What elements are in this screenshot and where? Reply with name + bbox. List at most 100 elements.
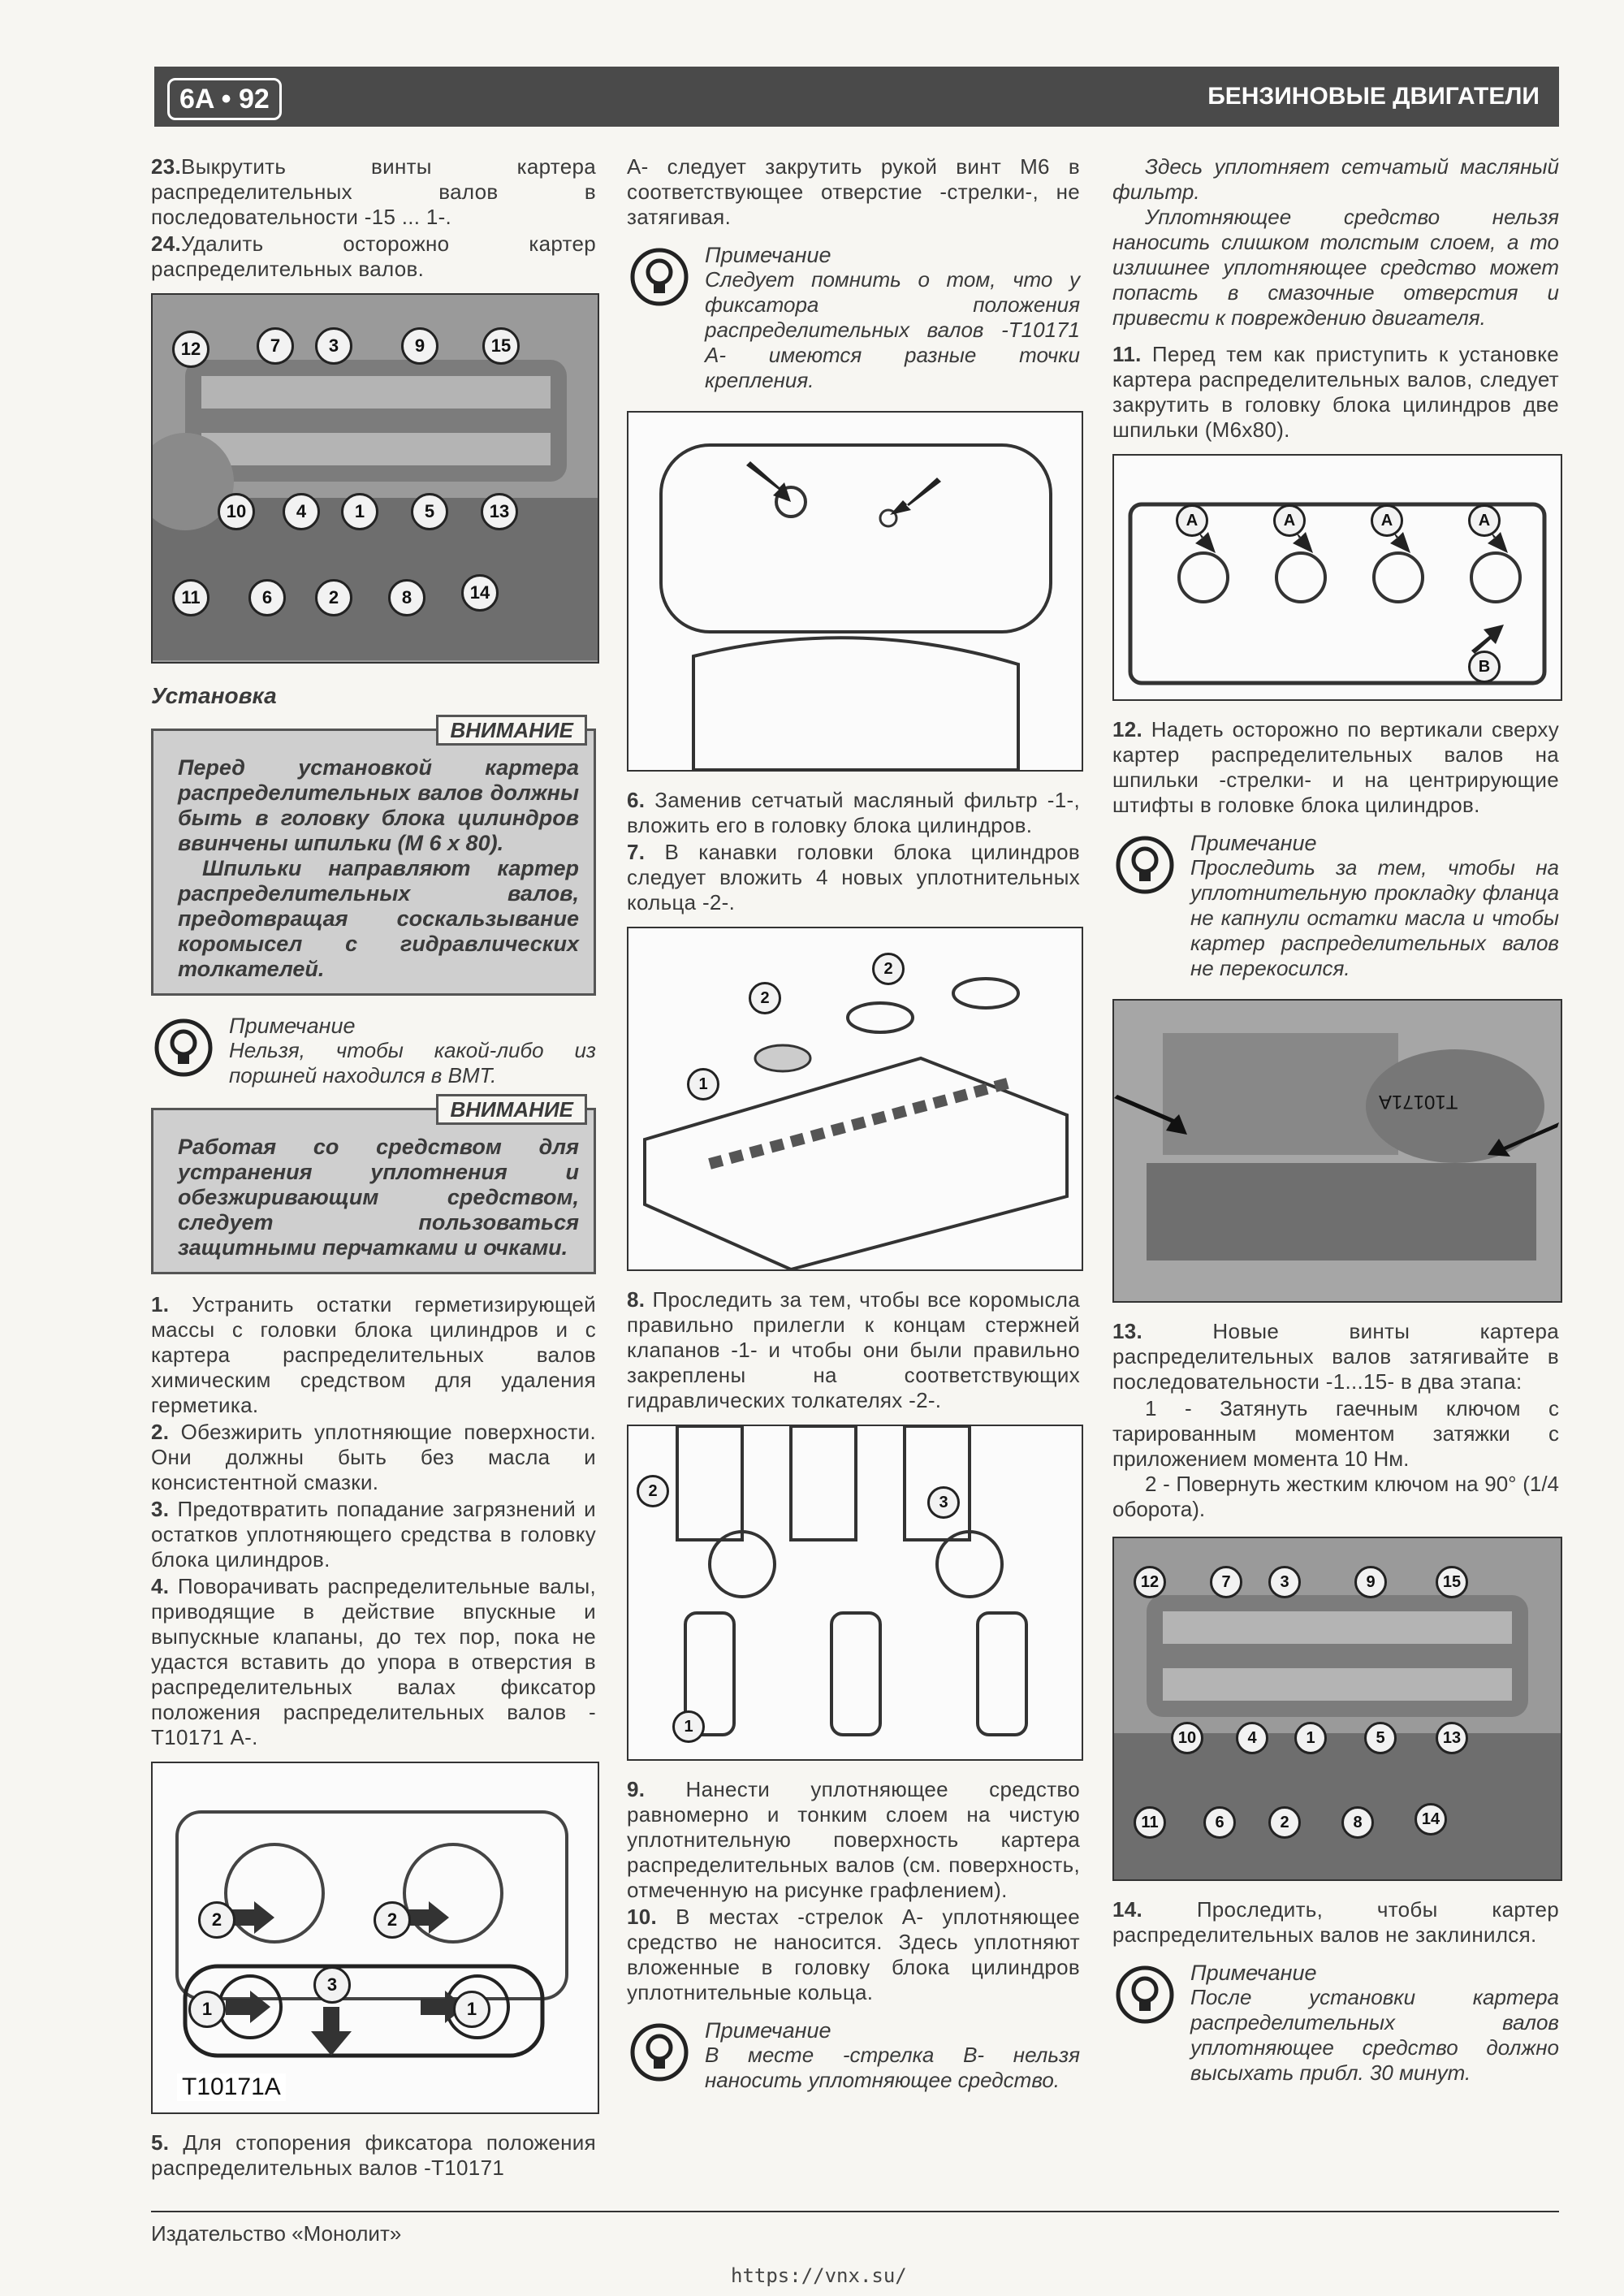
section-title: БЕНЗИНОВЫЕ ДВИГАТЕЛИ — [1207, 83, 1540, 110]
note-title: Примечание — [1190, 831, 1317, 855]
callout-1: 1 — [341, 493, 378, 530]
step-4: 4. Поворачивать распределительные валы, … — [151, 1574, 596, 1749]
note-2: Примечание Следует помнить о том, что у … — [627, 243, 1080, 393]
callout-5: 5 — [411, 493, 448, 530]
figure-oil-filter-seal-rings: 2 2 1 — [627, 927, 1083, 1271]
engine-photo-3 — [1114, 1538, 1561, 1879]
callout-14: 14 — [1415, 1803, 1447, 1836]
callout-2: 2 — [872, 953, 905, 985]
note-text: В месте -стрелка В- нельзя наносить упло… — [705, 2043, 1080, 2092]
note-1: Примечание Нельзя, чтобы какой-либо из п… — [151, 1014, 596, 1088]
callout-1: 1 — [687, 1068, 719, 1100]
callout-8: 8 — [1341, 1806, 1374, 1839]
note-title: Примечание — [1190, 1961, 1317, 1985]
page-number: 6A • 92 — [167, 78, 282, 120]
note-text: После установки картера распределительны… — [1190, 1985, 1559, 2085]
callout-14: 14 — [461, 574, 499, 612]
callout-1: 1 — [188, 1991, 226, 2028]
callout-A: A — [1371, 504, 1403, 537]
footer-url[interactable]: https://vnx.su/ — [731, 2264, 907, 2287]
callout-9: 9 — [1354, 1566, 1387, 1598]
callout-2: 2 — [637, 1475, 669, 1507]
warning-label: ВНИМАНИЕ — [436, 715, 587, 746]
callout-12: 12 — [172, 331, 209, 368]
callout-8: 8 — [388, 579, 425, 616]
callout-A: A — [1468, 504, 1501, 537]
footer-divider — [151, 2211, 1559, 2212]
callout-9: 9 — [401, 327, 438, 365]
callout-2: 2 — [198, 1901, 235, 1939]
warning-text: Перед установкой картера распределительн… — [178, 755, 579, 855]
step-3: 3. Предотвратить попадание загрязнений и… — [151, 1497, 596, 1572]
housing-drawing — [1114, 456, 1561, 699]
step-11: 11. Перед тем как приступить к установке… — [1112, 342, 1559, 442]
note-text: Следует помнить о том, что у фиксатора п… — [705, 267, 1080, 392]
step-2: 2. Обезжирить уплотняющие поверхности. О… — [151, 1420, 597, 1494]
callout-6: 6 — [1203, 1806, 1236, 1839]
intro-text-1: Здесь уплотняет сетчатый масляный фильтр… — [1112, 154, 1559, 204]
step-8: 8. Проследить за тем, чтобы все коромысл… — [627, 1287, 1080, 1412]
publisher-name: Издательство «Монолит» — [151, 2221, 402, 2246]
step-14: 14. Проследить, чтобы картер распределит… — [1112, 1897, 1559, 1947]
callout-10: 10 — [218, 493, 255, 530]
step-5-continued: А- следует закрутить рукой винт М6 в соо… — [627, 154, 1080, 229]
mounting-drawing — [628, 413, 1082, 770]
warning-box-2: ВНИМАНИЕ Работая со средством для устран… — [151, 1094, 596, 1274]
callout-2: 2 — [1268, 1806, 1301, 1839]
step-10: 10. В местах -стрелок А- уплотняющее сре… — [627, 1905, 1080, 2004]
note-title: Примечание — [705, 2018, 831, 2043]
callout-A: A — [1176, 504, 1208, 537]
callout-3: 3 — [313, 1966, 351, 2004]
figure-bolt-tightening-sequence: 12 7 3 9 15 10 4 1 5 13 11 6 2 8 14 — [1112, 1537, 1562, 1881]
tool-label: T10171A — [177, 2073, 286, 2101]
tool-drawing — [153, 1763, 598, 2112]
install-heading: Установка — [151, 683, 277, 708]
column-2: А- следует закрутить рукой винт М6 в соо… — [627, 154, 1083, 2111]
step-7: 7. В канавки головки блока цилиндров сле… — [627, 840, 1080, 915]
callout-1: 1 — [672, 1710, 705, 1743]
warning-box-1: ВНИМАНИЕ Перед установкой картера распре… — [151, 715, 596, 996]
callout-4: 4 — [283, 493, 320, 530]
note-title: Примечание — [229, 1014, 356, 1038]
engine-photo-1 — [153, 295, 598, 662]
lightbulb-icon — [1116, 1965, 1174, 2024]
callout-3: 3 — [315, 327, 352, 365]
figure-tool-mounting-points — [627, 411, 1083, 772]
callout-B: B — [1468, 651, 1501, 683]
step-13-stage-1: 1 - Затянуть гаечным ключом с тарированн… — [1112, 1396, 1559, 1471]
step-6: 6. Заменив сетчатый масляный фильтр -1-,… — [627, 788, 1080, 837]
warning-text: Работая со средством для устранения упло… — [178, 1135, 579, 1260]
engine-photo-2 — [1114, 1001, 1561, 1301]
callout-15: 15 — [482, 327, 520, 365]
callout-13: 13 — [481, 493, 518, 530]
callout-2: 2 — [315, 579, 352, 616]
note-5: Примечание После установки картера распр… — [1112, 1961, 1559, 2086]
figure-rocker-arms: 2 3 1 — [627, 1425, 1083, 1761]
callout-7: 7 — [1210, 1566, 1242, 1598]
note-title: Примечание — [705, 243, 831, 267]
callout-5: 5 — [1364, 1722, 1397, 1754]
callout-2: 2 — [374, 1901, 411, 1939]
callout-1: 1 — [1294, 1722, 1327, 1754]
figure-housing-install-photo: T10171A — [1112, 999, 1562, 1303]
column-3: Здесь уплотняет сетчатый масляный фильтр… — [1112, 154, 1562, 2104]
figure-camshaft-housing-removal: 12 7 3 9 15 10 4 1 5 13 11 6 2 8 14 — [151, 293, 599, 664]
lightbulb-icon — [1116, 836, 1174, 894]
callout-13: 13 — [1436, 1722, 1468, 1754]
note-text: Нельзя, чтобы какой-либо из поршней нахо… — [229, 1038, 596, 1087]
step-12: 12. Надеть осторожно по вертикали сверху… — [1112, 717, 1559, 817]
step-23: 23.Выкрутить винты картера распределител… — [151, 154, 596, 229]
callout-11: 11 — [172, 579, 209, 616]
tool-label: T10171A — [1379, 1091, 1458, 1113]
intro-text-2: Уплотняющее средство нельзя наносить сли… — [1112, 205, 1559, 330]
figure-sealant-points: A A A A B — [1112, 454, 1562, 701]
callout-4: 4 — [1236, 1722, 1268, 1754]
callout-10: 10 — [1171, 1722, 1203, 1754]
lightbulb-icon — [154, 1018, 213, 1077]
step-24: 24.Удалить осторожно картер распределите… — [151, 231, 596, 281]
warning-text: Шпильки направляют картер распределитель… — [178, 856, 579, 981]
rocker-drawing — [628, 1426, 1082, 1759]
step-13: 13. Новые винты картера распределительны… — [1112, 1319, 1559, 1394]
warning-label: ВНИМАНИЕ — [436, 1094, 587, 1125]
figure-camshaft-lock-tool: 2 2 1 3 1 T10171A — [151, 1762, 599, 2114]
